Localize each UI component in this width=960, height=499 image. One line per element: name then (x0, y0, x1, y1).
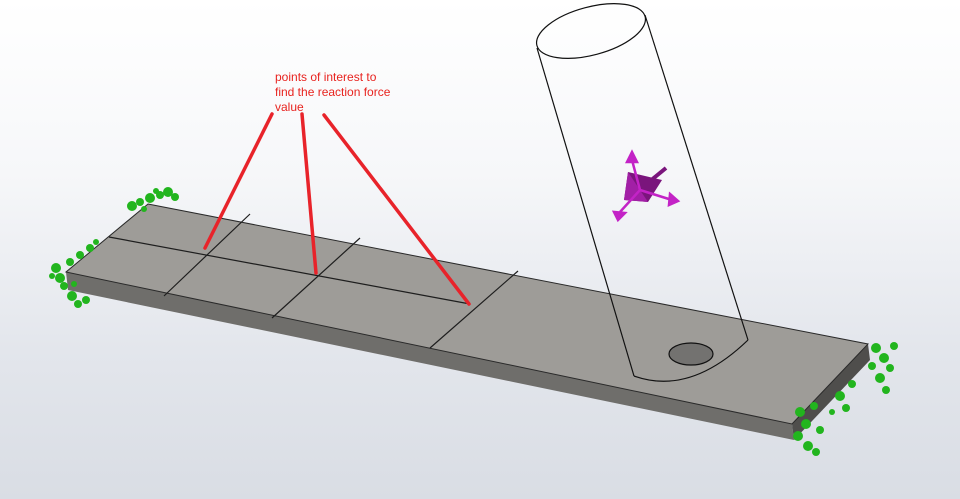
plate-hole[interactable] (668, 342, 714, 366)
pointer-line-1 (203, 112, 274, 250)
fixed-support-icon[interactable] (49, 187, 898, 456)
cylinder-bottom-edge (633, 339, 749, 382)
annotation-note: points of interest to find the reaction … (275, 70, 435, 115)
split-line-longitudinal (108, 236, 471, 305)
split-lines (108, 213, 519, 349)
annotation-line-1: points of interest to (275, 70, 377, 84)
split-line-3 (429, 270, 519, 349)
cylinder-top-edge (535, 3, 647, 59)
annotation-line-3: value (275, 100, 304, 114)
annotation-pointers (203, 112, 471, 306)
split-line-2 (271, 237, 361, 319)
cylinder-body[interactable] (531, 0, 749, 382)
remote-load-icon[interactable] (611, 149, 681, 223)
split-line-1 (163, 213, 251, 297)
cylinder-silhouette-left (536, 47, 635, 377)
plate-right-face[interactable] (792, 344, 870, 440)
plate-front-face[interactable] (66, 272, 794, 440)
annotation-line-2: find the reaction force (275, 85, 391, 99)
pointer-line-3 (322, 113, 471, 306)
plate-body[interactable] (64, 203, 870, 440)
cylinder-silhouette-right (644, 14, 749, 341)
pointer-line-2 (300, 112, 318, 275)
